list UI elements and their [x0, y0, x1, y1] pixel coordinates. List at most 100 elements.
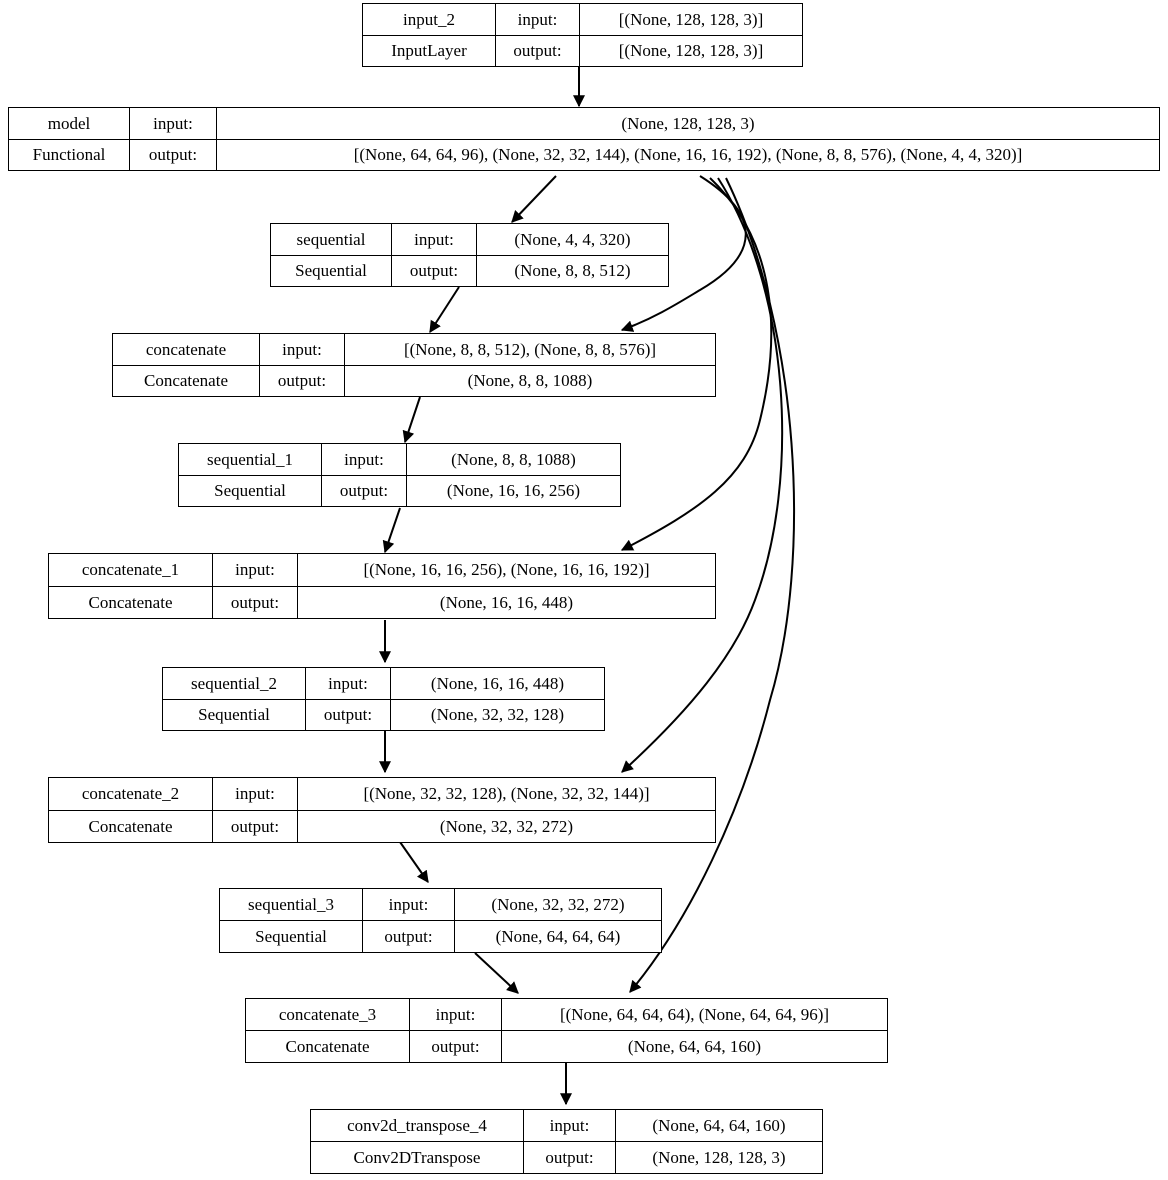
node-row-output: Concatenate output: (None, 32, 32, 272)	[49, 809, 715, 842]
input-shape-value: [(None, 64, 64, 64), (None, 64, 64, 96)]	[501, 999, 887, 1030]
node-row-output: Sequential output: (None, 8, 8, 512)	[271, 254, 668, 286]
input-shape-value: (None, 32, 32, 272)	[454, 889, 661, 920]
node-row-input: sequential_3 input: (None, 32, 32, 272)	[220, 889, 661, 920]
node-row-input: concatenate_2 input: [(None, 32, 32, 128…	[49, 778, 715, 810]
node-concatenate-1[interactable]: concatenate_1 input: [(None, 16, 16, 256…	[48, 553, 716, 619]
node-row-input: sequential_1 input: (None, 8, 8, 1088)	[179, 444, 620, 475]
node-sequential[interactable]: sequential input: (None, 4, 4, 320) Sequ…	[270, 223, 669, 287]
node-name-label: model	[47, 113, 91, 133]
node-sequential-3[interactable]: sequential_3 input: (None, 32, 32, 272) …	[219, 888, 662, 953]
io-input-label: input:	[305, 668, 390, 699]
output-shape-value: (None, 16, 16, 256)	[406, 475, 620, 506]
io-input-label: input:	[409, 999, 501, 1030]
io-output-label: output:	[391, 255, 476, 286]
input-shape-value: [(None, 16, 16, 256), (None, 16, 16, 192…	[297, 554, 715, 586]
io-input-label: input:	[212, 554, 297, 586]
node-row-input: conv2d_transpose_4 input: (None, 64, 64,…	[311, 1110, 822, 1141]
node-row-output: Concatenate output: (None, 16, 16, 448)	[49, 585, 715, 618]
node-class-label: Concatenate	[143, 371, 228, 391]
node-class-label: Sequential	[198, 705, 270, 725]
node-class-label: Functional	[32, 145, 106, 165]
node-row-input: concatenate input: [(None, 8, 8, 512), (…	[113, 334, 715, 365]
edge-model-to-sequential	[511, 175, 557, 223]
node-name-label: sequential_1	[207, 449, 293, 469]
io-output-label: output:	[321, 475, 406, 506]
output-shape-value: (None, 32, 32, 128)	[390, 699, 604, 730]
node-model[interactable]: model input: (None, 128, 128, 3) Functio…	[8, 107, 1160, 171]
io-output-label: output:	[495, 35, 579, 66]
node-name-label: concatenate_3	[278, 1005, 377, 1024]
node-row-output: Concatenate output: (None, 8, 8, 1088)	[113, 364, 715, 396]
io-output-label: output:	[523, 1142, 615, 1173]
node-name-label: sequential_3	[248, 895, 334, 914]
node-input-2[interactable]: input_2 input: [(None, 128, 128, 3)] Inp…	[362, 3, 803, 67]
input-shape-value: [(None, 8, 8, 512), (None, 8, 8, 576)]	[344, 334, 715, 365]
node-class-label: Concatenate	[88, 592, 173, 612]
node-sequential-1[interactable]: sequential_1 input: (None, 8, 8, 1088) S…	[178, 443, 621, 507]
node-name-label: input_2	[403, 9, 455, 29]
io-input-label: input:	[129, 108, 216, 139]
edge-sequential3-to-concatenate3	[474, 952, 519, 994]
io-input-label: input:	[362, 889, 454, 920]
node-class-label: InputLayer	[391, 41, 467, 61]
output-shape-value: (None, 16, 16, 448)	[297, 586, 715, 618]
node-class-label: Concatenate	[285, 1037, 370, 1056]
node-row-input: concatenate_1 input: [(None, 16, 16, 256…	[49, 554, 715, 586]
node-name-label: concatenate_2	[81, 784, 180, 804]
node-row-output: Sequential output: (None, 16, 16, 256)	[179, 474, 620, 506]
node-row-input: input_2 input: [(None, 128, 128, 3)]	[363, 4, 802, 35]
io-output-label: output:	[409, 1031, 501, 1062]
node-row-output: Sequential output: (None, 32, 32, 128)	[163, 698, 604, 730]
output-shape-value: (None, 8, 8, 512)	[476, 255, 668, 286]
io-input-label: input:	[523, 1110, 615, 1141]
node-row-output: Conv2DTranspose output: (None, 128, 128,…	[311, 1141, 822, 1173]
edge-sequential-to-concatenate	[429, 286, 460, 334]
output-shape-value: [(None, 128, 128, 3)]	[579, 35, 802, 66]
io-output-label: output:	[212, 810, 297, 842]
edge-concatenate2-to-sequential3	[399, 841, 429, 883]
node-class-label: Sequential	[255, 927, 327, 946]
node-concatenate-3[interactable]: concatenate_3 input: [(None, 64, 64, 64)…	[245, 998, 888, 1063]
io-input-label: input:	[321, 444, 406, 475]
output-shape-value: (None, 128, 128, 3)	[615, 1142, 822, 1173]
output-shape-value: (None, 32, 32, 272)	[297, 810, 715, 842]
node-class-label: Concatenate	[88, 816, 173, 836]
output-shape-value: (None, 64, 64, 64)	[454, 921, 661, 952]
input-shape-value: (None, 128, 128, 3)	[216, 108, 1159, 139]
output-shape-value: (None, 8, 8, 1088)	[344, 365, 715, 396]
input-shape-value: (None, 64, 64, 160)	[615, 1110, 822, 1141]
input-shape-value: (None, 4, 4, 320)	[476, 224, 668, 255]
edge-sequential1-to-concatenate1	[382, 507, 401, 554]
input-shape-value: (None, 8, 8, 1088)	[406, 444, 620, 475]
node-row-output: Sequential output: (None, 64, 64, 64)	[220, 920, 661, 952]
output-shape-value: (None, 64, 64, 160)	[501, 1031, 887, 1062]
node-sequential-2[interactable]: sequential_2 input: (None, 16, 16, 448) …	[162, 667, 605, 731]
node-row-output: Functional output: [(None, 64, 64, 96), …	[9, 138, 1159, 170]
node-row-input: sequential input: (None, 4, 4, 320)	[271, 224, 668, 255]
node-name-label: sequential	[296, 229, 366, 249]
node-name-label: conv2d_transpose_4	[347, 1116, 487, 1135]
io-input-label: input:	[391, 224, 476, 255]
node-name-label: concatenate	[145, 339, 227, 359]
io-output-label: output:	[212, 586, 297, 618]
io-output-label: output:	[305, 699, 390, 730]
node-concatenate-2[interactable]: concatenate_2 input: [(None, 32, 32, 128…	[48, 777, 716, 843]
node-class-label: Sequential	[295, 261, 367, 281]
node-name-label: sequential_2	[191, 673, 277, 693]
input-shape-value: [(None, 128, 128, 3)]	[579, 4, 802, 35]
io-input-label: input:	[259, 334, 344, 365]
node-conv2d-transpose-4[interactable]: conv2d_transpose_4 input: (None, 64, 64,…	[310, 1109, 823, 1174]
node-concatenate[interactable]: concatenate input: [(None, 8, 8, 512), (…	[112, 333, 716, 397]
node-row-input: concatenate_3 input: [(None, 64, 64, 64)…	[246, 999, 887, 1030]
input-shape-value: [(None, 32, 32, 128), (None, 32, 32, 144…	[297, 778, 715, 810]
node-row-input: model input: (None, 128, 128, 3)	[9, 108, 1159, 139]
node-row-input: sequential_2 input: (None, 16, 16, 448)	[163, 668, 604, 699]
io-output-label: output:	[259, 365, 344, 396]
node-row-output: InputLayer output: [(None, 128, 128, 3)]	[363, 34, 802, 66]
io-input-label: input:	[212, 778, 297, 810]
node-name-label: concatenate_1	[81, 560, 180, 580]
io-output-label: output:	[362, 921, 454, 952]
node-class-label: Conv2DTranspose	[353, 1148, 481, 1167]
node-row-output: Concatenate output: (None, 64, 64, 160)	[246, 1030, 887, 1062]
